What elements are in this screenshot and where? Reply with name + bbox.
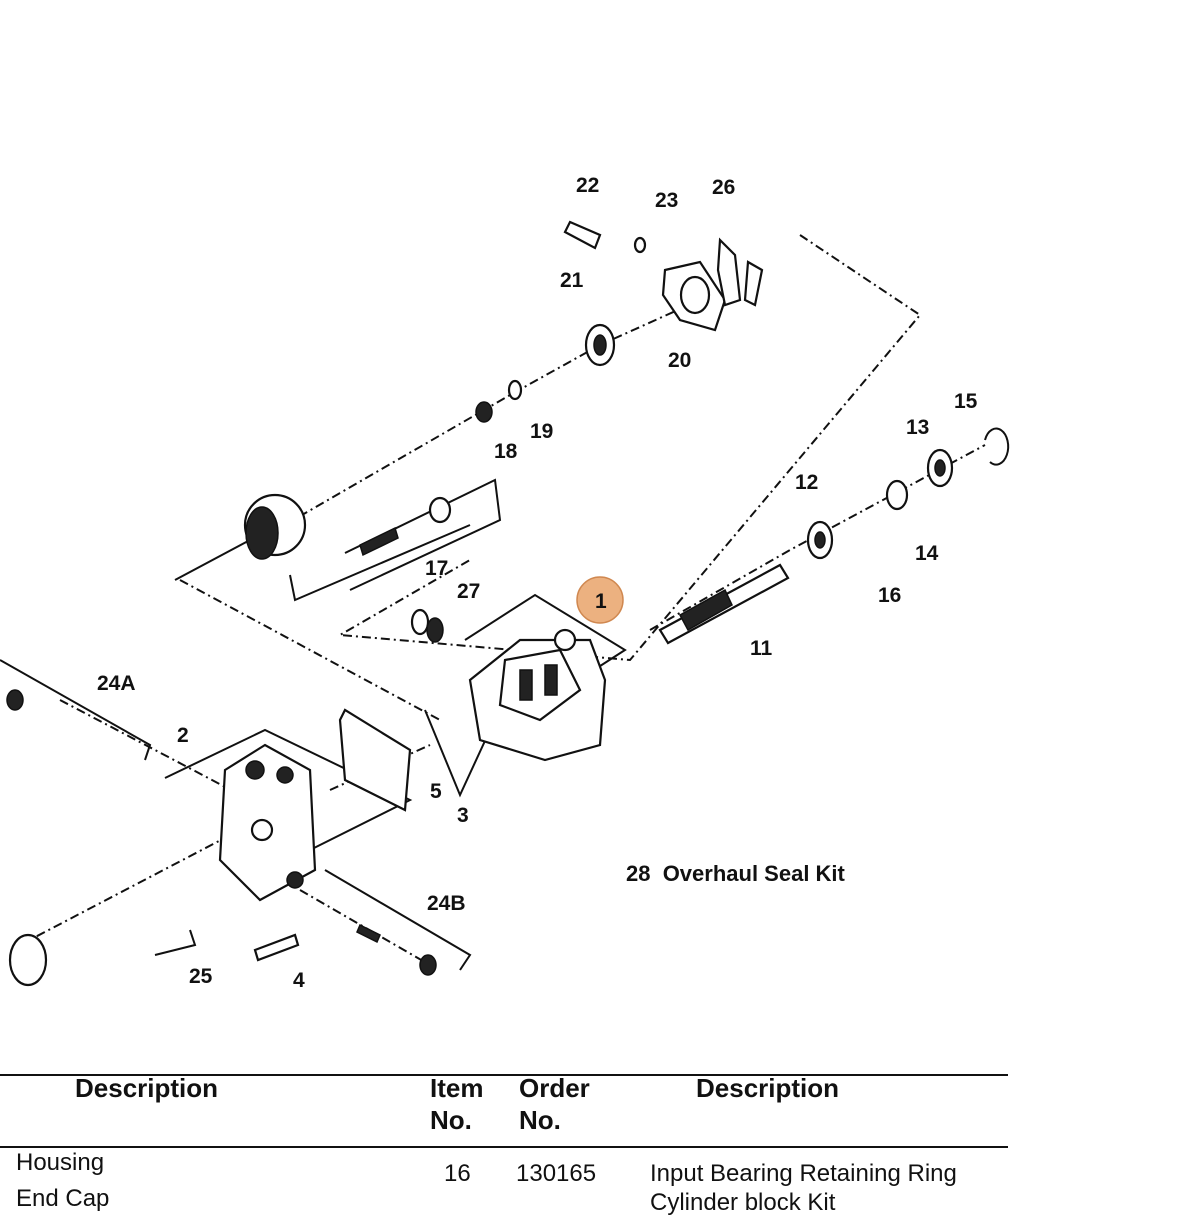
callout-16: 16 — [878, 584, 901, 607]
callout-25: 25 — [189, 965, 213, 988]
gasket-part — [338, 708, 412, 812]
callout-3: 3 — [457, 804, 469, 827]
left-row-0-description: Housing — [16, 1149, 105, 1176]
callout-11: 11 — [750, 637, 773, 660]
table-top-rule — [0, 1074, 1008, 1076]
assembly-centerlines — [19, 234, 986, 966]
callout-18: 18 — [494, 440, 518, 463]
gear-part — [243, 493, 307, 560]
callout-20: 20 — [668, 349, 691, 372]
header-item-no: Item No. — [430, 1073, 484, 1135]
left-row-1-description: End Cap — [16, 1185, 110, 1212]
callout-5: 5 — [430, 780, 442, 803]
callout-24b: 24B — [427, 892, 466, 915]
header-order-no: Order No. — [519, 1073, 590, 1135]
callout-2: 2 — [177, 724, 189, 747]
kit-label: 28 Overhaul Seal Kit — [626, 861, 846, 886]
input-shaft-part — [658, 563, 790, 645]
callout-13: 13 — [906, 416, 929, 439]
parts-table: Description Item No. Order No. Descripti… — [0, 1060, 1200, 1216]
callout-4: 4 — [293, 969, 305, 992]
callout-15: 15 — [954, 390, 978, 413]
callout-21: 21 — [560, 269, 584, 292]
callout-14: 14 — [915, 542, 939, 565]
right-row-0-order: 130165 — [516, 1160, 597, 1187]
swashplate-part — [661, 260, 727, 332]
end-cap-part — [218, 743, 317, 902]
callout-26: 26 — [712, 176, 735, 199]
exploded-parts-diagram: 22 23 26 21 20 19 18 15 13 12 14 16 17 2… — [0, 174, 1010, 992]
table-header-rule — [0, 1146, 1008, 1148]
callout-22: 22 — [576, 174, 599, 197]
callout-1: 1 — [595, 590, 607, 613]
part-brackets — [0, 478, 627, 971]
header-description-right: Description — [696, 1073, 840, 1103]
callout-1-highlight — [576, 576, 624, 624]
right-row-1-description: Cylinder block Kit — [650, 1189, 836, 1216]
header-description-left: Description — [75, 1073, 219, 1103]
bearings-and-rings — [6, 220, 1010, 987]
main-housing-part — [468, 628, 607, 762]
callout-17: 17 — [425, 557, 448, 580]
thrust-liners-part — [716, 237, 764, 307]
callout-23: 23 — [655, 189, 678, 212]
callout-12: 12 — [795, 471, 818, 494]
item-callouts: 22 23 26 21 20 19 18 15 13 12 14 16 17 2… — [97, 174, 978, 992]
callout-24a: 24A — [97, 672, 136, 695]
callout-19: 19 — [530, 420, 553, 443]
right-row-0-description: Input Bearing Retaining Ring — [650, 1160, 957, 1187]
callout-27: 27 — [457, 580, 480, 603]
right-row-0-item: 16 — [444, 1160, 471, 1187]
